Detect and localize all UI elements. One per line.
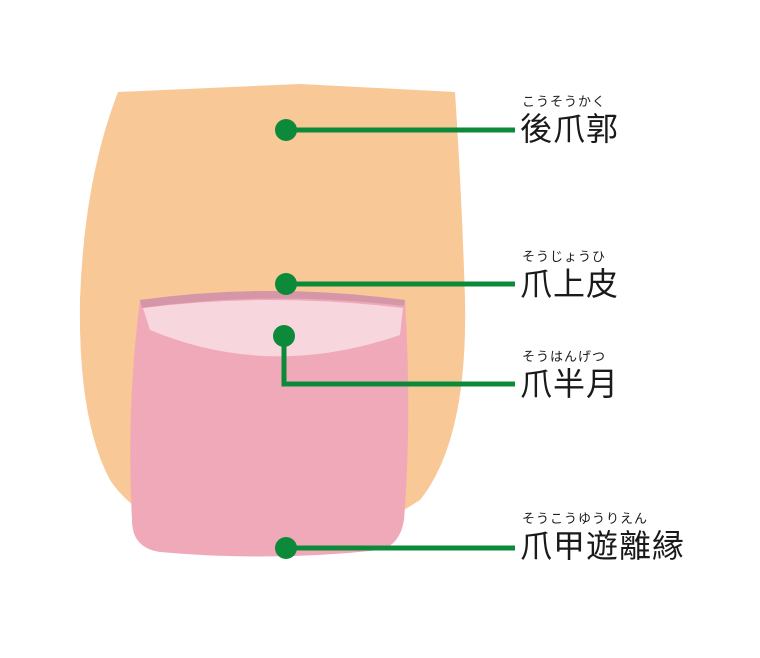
- label-text: 爪半月: [520, 365, 620, 403]
- dot-proximal-nail-fold: [275, 119, 297, 141]
- label-text: 爪甲遊離縁: [520, 527, 686, 565]
- lunula: [143, 300, 403, 357]
- label-free-edge: そうこうゆうりえん 爪甲遊離縁: [520, 512, 685, 564]
- label-proximal-nail-fold: こうそうかく 後爪郭: [520, 95, 619, 147]
- label-text: 爪上皮: [520, 265, 620, 303]
- dot-lunula: [273, 325, 295, 347]
- ruby: そうはんげつ: [522, 350, 607, 365]
- ruby: そうこうゆうりえん: [522, 512, 649, 527]
- label-text: 後爪郭: [520, 110, 620, 148]
- marker-dots: [273, 119, 297, 559]
- nail-plate: [130, 291, 409, 557]
- label-lunula: そうはんげつ 爪半月: [520, 350, 619, 402]
- ruby: こうそうかく: [522, 95, 607, 110]
- leader-lines: [281, 127, 515, 551]
- dot-free-edge: [275, 537, 297, 559]
- ruby: そうじょうひ: [522, 250, 607, 265]
- cuticle-edge: [140, 291, 405, 308]
- label-cuticle: そうじょうひ 爪上皮: [520, 250, 619, 302]
- dot-cuticle: [275, 273, 297, 295]
